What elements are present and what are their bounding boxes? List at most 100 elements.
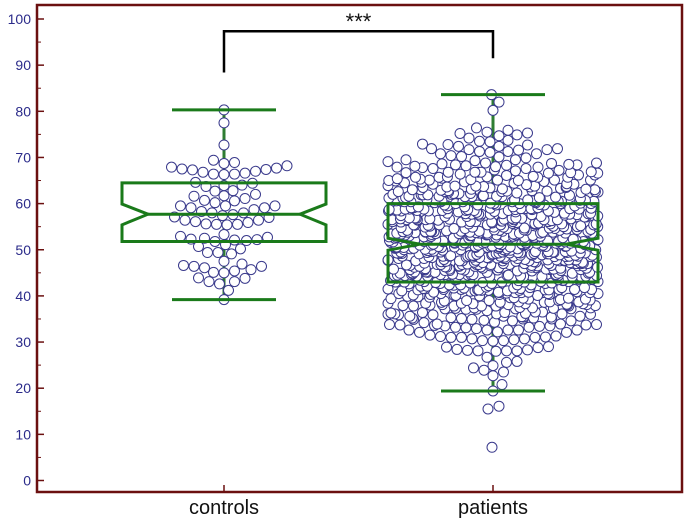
data-point [384,319,395,331]
data-point [435,331,446,343]
data-point [250,165,261,177]
data-point [565,315,577,327]
data-point [474,135,485,147]
data-point [281,160,293,172]
data-point [401,259,413,271]
data-point [481,351,493,363]
data-point [232,218,243,230]
data-point [474,145,485,157]
data-point [400,167,412,179]
data-point [461,295,473,307]
data-point [400,154,412,166]
data-point [414,326,425,338]
data-point [229,276,240,288]
data-point [571,324,583,336]
data-point [463,132,475,144]
data-point [229,168,240,180]
data-point [391,173,403,185]
data-point [394,319,406,331]
data-point [541,185,553,197]
data-point [510,165,521,177]
data-point [188,260,200,272]
data-point [580,183,592,195]
data-point [460,160,472,172]
outlier-point [493,400,505,412]
data-point [218,169,230,181]
data-point [454,127,466,139]
data-point [253,214,264,226]
data-point [513,324,524,336]
data-point [251,234,263,246]
data-point [493,140,505,152]
data-point [454,168,466,180]
data-point [510,154,521,166]
data-point [200,218,212,230]
outlier-point [482,403,494,415]
data-point [229,195,240,207]
data-point [229,157,240,169]
data-point [493,130,505,142]
data-point [493,96,505,108]
data-point [218,255,230,267]
significance-label: *** [346,9,372,34]
data-point [218,157,230,169]
data-point [591,319,602,331]
data-point [442,139,454,151]
data-point [456,313,467,325]
data-point [519,333,530,345]
data-point [385,307,397,319]
data-point [212,247,224,259]
data-point [469,155,481,167]
data-point [472,345,484,357]
data-point [534,320,545,332]
data-point [391,161,403,173]
data-point [477,335,488,347]
data-point [463,144,475,156]
data-point [471,323,482,335]
data-point [549,174,560,186]
data-point [496,379,508,391]
data-point [531,148,542,160]
data-point [449,180,461,192]
data-point [410,171,422,183]
data-point [176,163,188,175]
data-point [403,324,415,336]
data-point [218,190,230,202]
data-point [502,269,514,281]
data-point [269,200,281,212]
data-point [193,272,204,284]
data-point [502,124,514,136]
data-point [218,267,230,279]
data-point [585,166,597,178]
data-point [580,319,592,331]
data-point [513,144,524,156]
outlier-point [486,441,498,453]
data-point [492,174,503,186]
significance-bracket [222,29,495,73]
data-point [543,341,554,353]
data-point [190,216,201,228]
data-point [448,223,460,235]
data-point [501,345,512,357]
data-point [478,314,490,326]
y-tick-label: 20 [15,380,31,396]
data-point [382,156,394,168]
data-point [197,166,209,178]
data-point [502,145,514,157]
data-point [574,310,586,322]
y-tick-label: 100 [8,11,32,27]
data-point [540,331,551,343]
data-point [239,272,251,284]
data-point [542,167,554,179]
y-tick-label: 30 [15,334,31,350]
data-point [456,151,467,163]
data-point [445,312,457,324]
category-label-patients: patients [458,497,528,519]
data-point [236,258,248,270]
data-point [436,158,448,170]
data-point [508,334,520,346]
data-point [166,161,177,173]
data-point [175,230,186,242]
